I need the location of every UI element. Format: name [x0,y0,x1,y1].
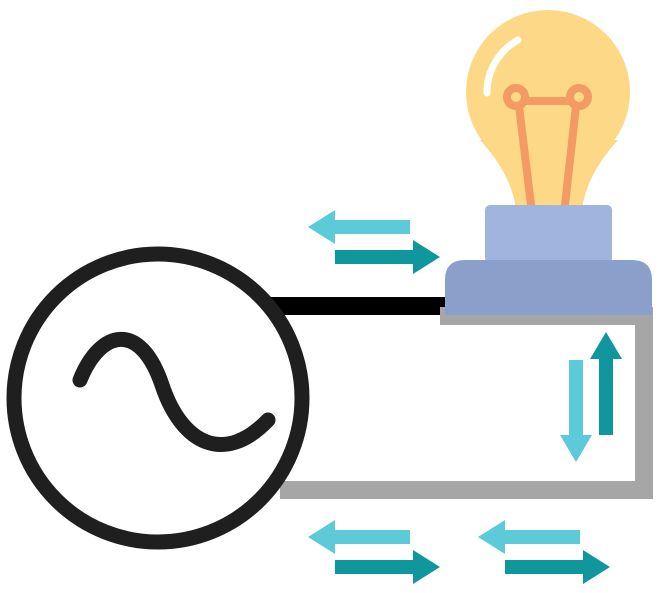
arrow-right-icon [505,550,610,584]
bulb-base-top [485,205,612,263]
top-wire [270,297,450,315]
arrow-left-icon [308,520,410,554]
arrow-up-icon [590,332,622,435]
ac-source-icon [6,246,310,550]
bulb-base-bottom [445,260,652,315]
return-wire [280,307,653,499]
arrow-down-icon [560,360,592,462]
arrow-right-icon [335,550,440,584]
arrow-right-icon [335,240,440,274]
circuit-wires [270,297,653,499]
sine-wave-icon [72,331,276,452]
bulb-filament [503,84,592,209]
bulb-glass [466,10,630,210]
arrow-left-icon [478,520,580,554]
arrow-left-icon [308,210,410,244]
light-bulb-icon [445,10,652,315]
current-arrows [308,210,622,584]
bulb-highlight [483,36,522,97]
